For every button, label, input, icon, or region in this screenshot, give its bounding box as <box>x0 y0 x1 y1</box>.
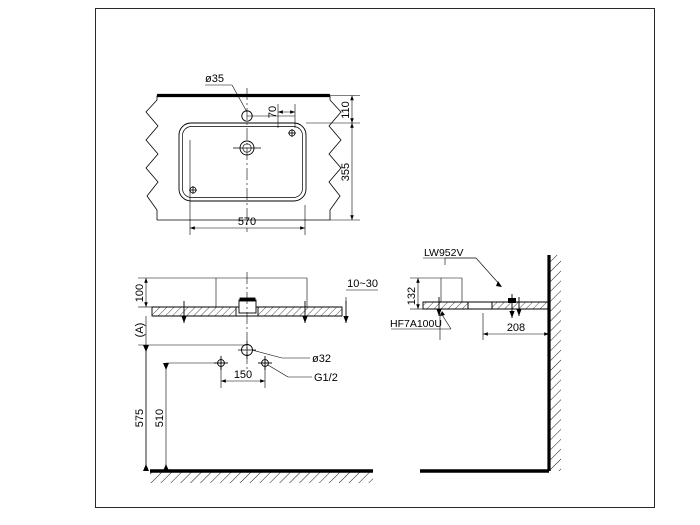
dim-tap-hole: ø35 <box>205 73 224 85</box>
dim-width: 570 <box>238 216 256 228</box>
label-bracket-model: HF7A100U <box>390 318 442 330</box>
drawing-border-frame <box>95 8 655 508</box>
dim-counter-rise: 100 <box>134 284 146 302</box>
dim-supply-height: 510 <box>154 409 166 427</box>
plan-view-text: ø35 70 110 355 570 <box>205 73 352 228</box>
dim-tap-offset: 70 <box>267 106 279 118</box>
side-section-geometry <box>420 255 561 473</box>
dim-drain-size: ø32 <box>312 353 331 365</box>
label-level-mark: (A) <box>134 323 146 338</box>
side-section-dimensions <box>391 257 549 340</box>
dim-wall-to-drain: 208 <box>507 322 525 334</box>
label-basin-model: LW952V <box>424 247 464 259</box>
dim-drain-height: 575 <box>134 409 146 427</box>
dim-counter-thickness: 10~30 <box>347 278 378 290</box>
front-section-geometry <box>150 272 373 483</box>
dim-basin-height: 132 <box>406 287 418 305</box>
plan-view-geometry <box>145 88 342 232</box>
label-supply-thread: G1/2 <box>314 372 338 384</box>
front-section-dimensions <box>138 277 378 471</box>
plan-view-dimensions <box>189 84 360 235</box>
side-section-text: LW952V HF7A100U 132 208 <box>390 247 525 334</box>
dim-rear-to-bowl: 110 <box>340 101 352 119</box>
dim-supply-spread: 150 <box>234 369 252 381</box>
dim-depth: 355 <box>340 163 352 181</box>
front-section-text: 100 (A) 10~30 ø32 G1/2 150 575 510 <box>134 278 378 427</box>
